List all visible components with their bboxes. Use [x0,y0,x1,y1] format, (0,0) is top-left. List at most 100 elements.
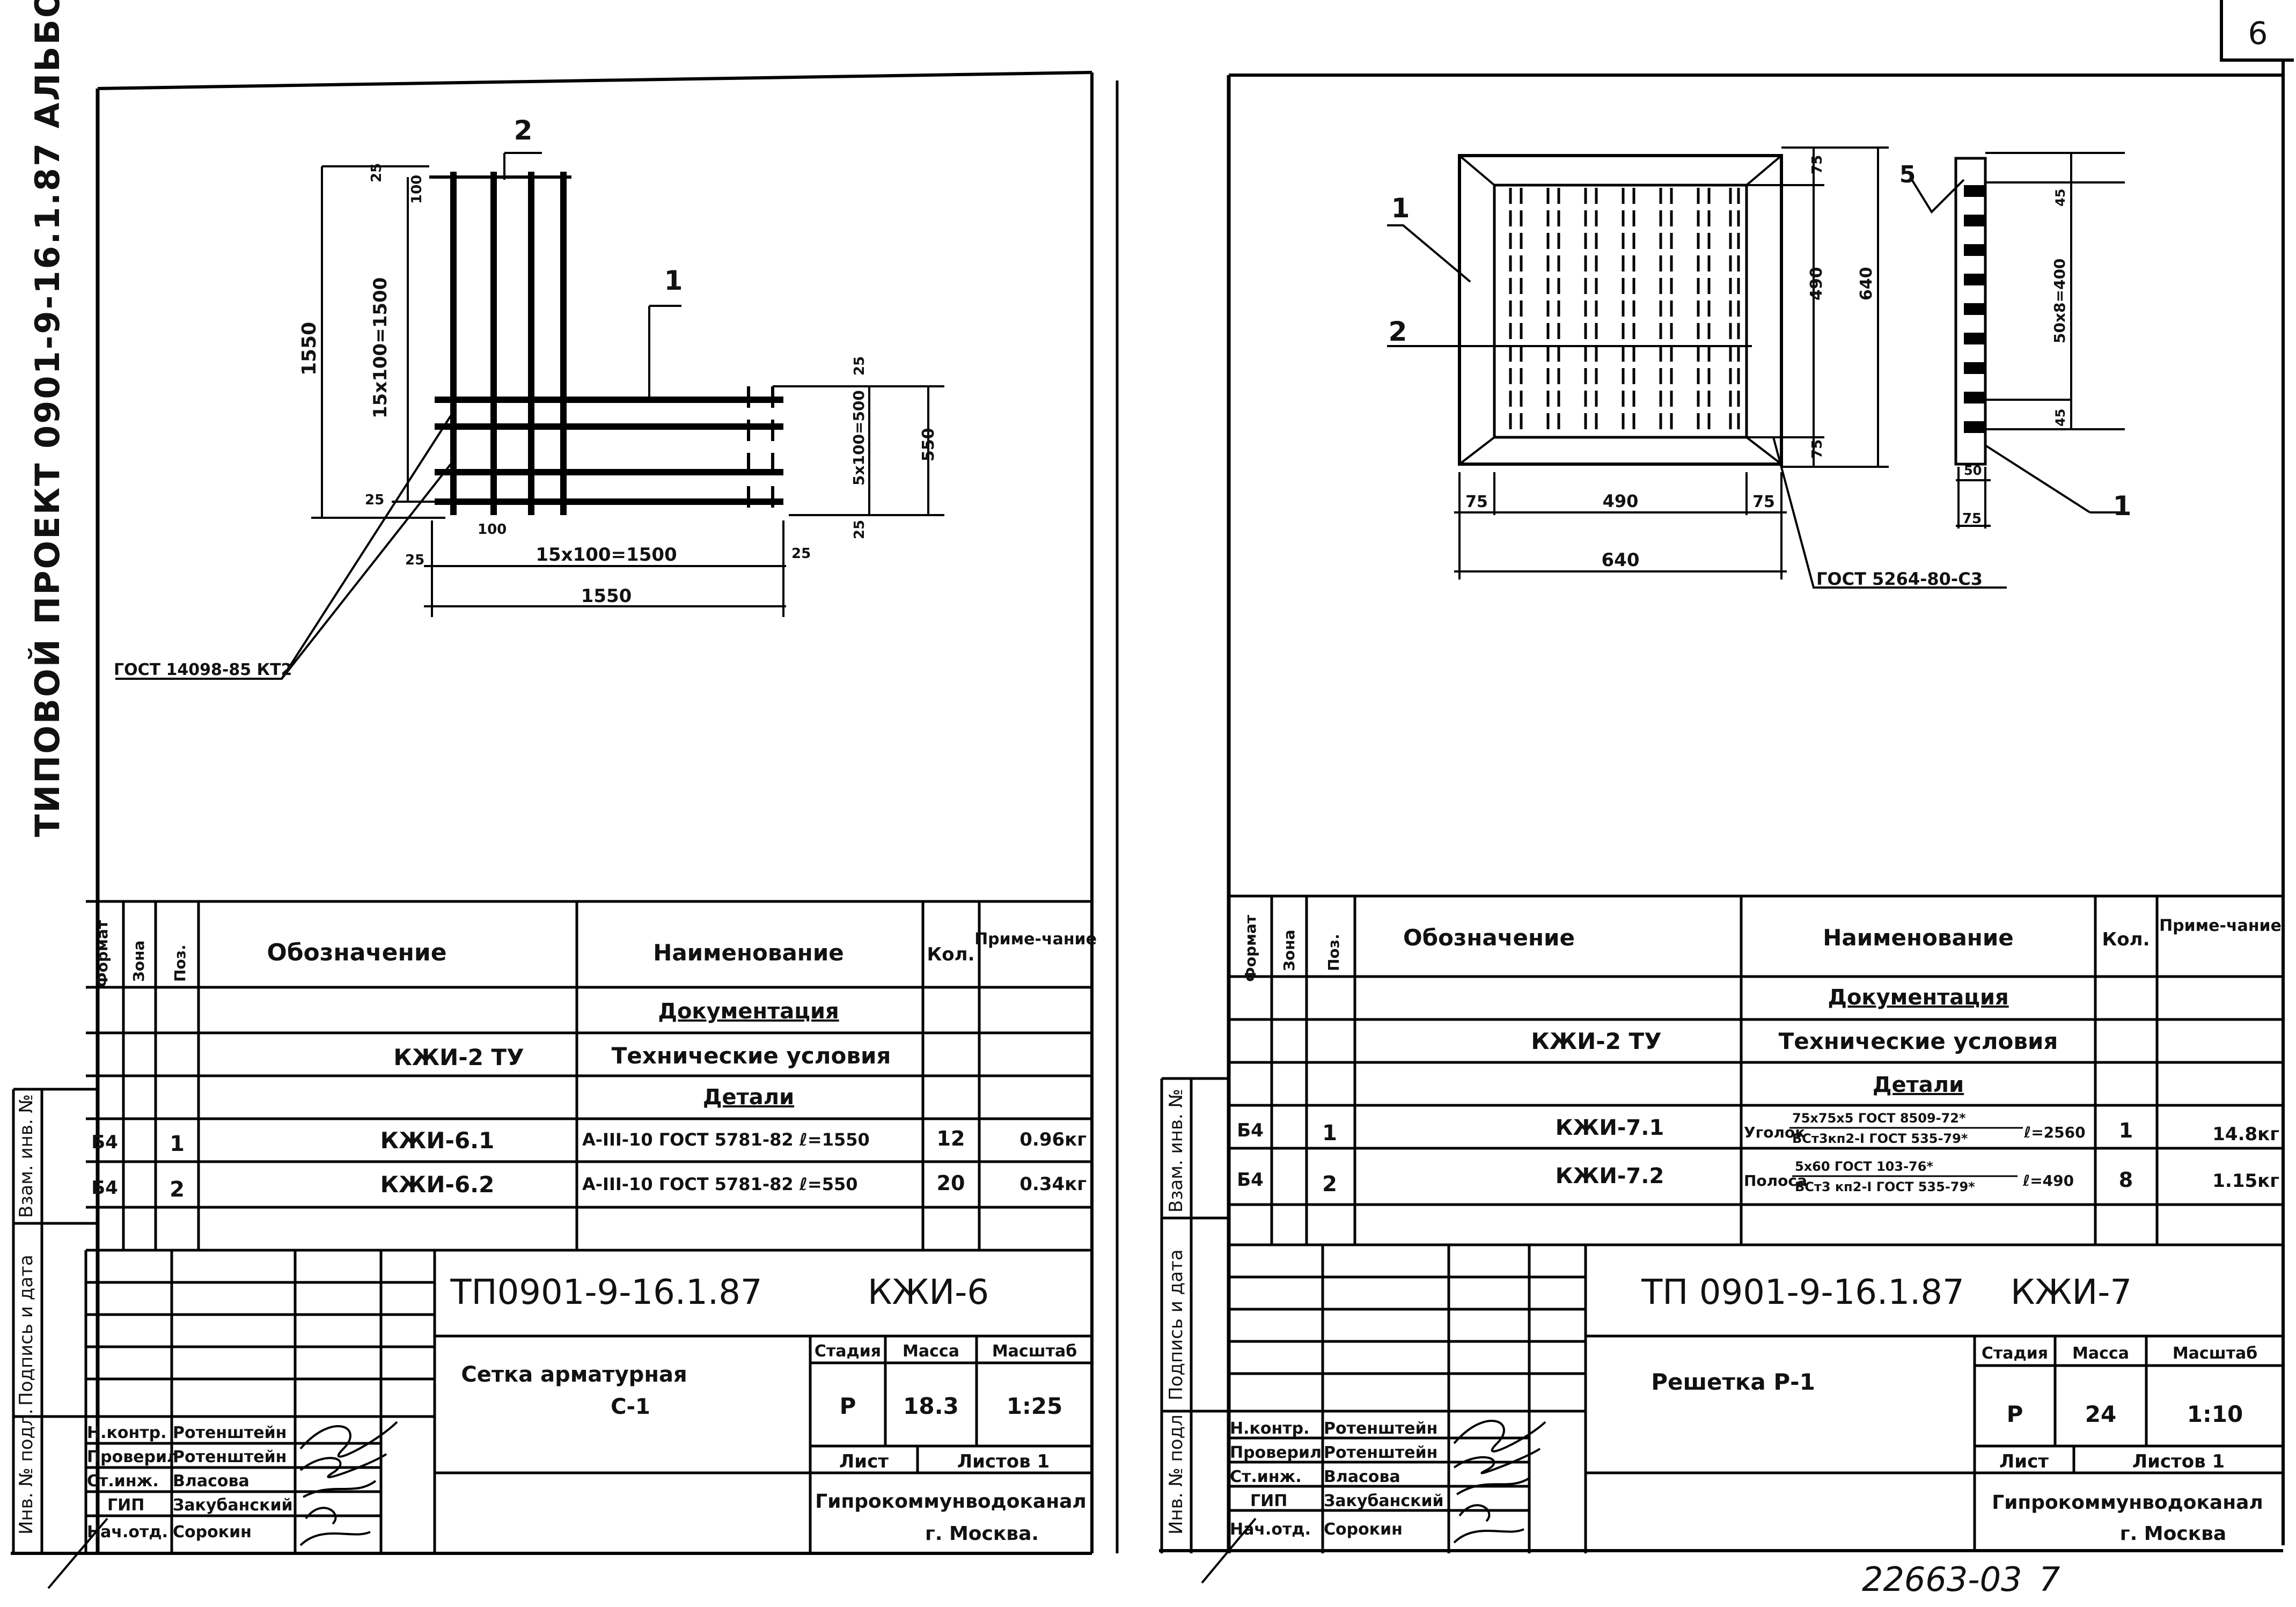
left-header-format: Формат [93,920,111,987]
left-pos1-label: 1 [664,265,683,296]
left-dim-5x100: 5x100=500 [850,390,868,486]
right-dim-490-vertical: 490 [1807,267,1826,300]
right-sheet-frame [1159,60,2285,1553]
right-dim-50: 50 [1964,463,1982,478]
right-header-naimenovanie: Наименование [1823,924,2013,951]
left-spec-table-grid [86,900,1092,1252]
right-row2-prim: 1.15кг [2212,1170,2279,1192]
left-row-details: Детали [703,1085,794,1110]
right-pos5-label: 5 [1899,161,1916,188]
left-dim-25-top: 25 [369,163,385,182]
right-list-label: Лист [1999,1451,2049,1472]
right-inv-podl-label: Инв. № подл. [1165,1408,1187,1535]
left-stadia-value: Р [840,1393,856,1419]
right-dim-75-top: 75 [1809,155,1825,174]
right-spec-rows: Документация КЖИ-2 ТУ Технические услови… [1237,985,2279,1197]
right-sig-role-1: Н.контр. [1230,1419,1309,1438]
left-sheet-frame [11,71,1119,1555]
left-row2-poz: 2 [170,1177,185,1202]
left-list-label: Лист [839,1451,889,1472]
right-dim-640-horizontal: 640 [1602,549,1640,571]
left-header-masshtab: Масштаб [992,1342,1077,1361]
left-dim-25-bottom: 25 [365,492,384,508]
right-sig-role-2: Проверил [1230,1443,1322,1462]
right-dim-45-top: 45 [2053,189,2068,207]
right-row1-suffix: ℓ=2560 [2023,1124,2086,1141]
right-sig-role-4: ГИП [1250,1492,1287,1510]
left-row-ty-name: Технические условия [612,1043,891,1069]
right-row2-code: КЖИ-7.2 [1556,1164,1664,1188]
album-title: ТИПОВОЙ ПРОЕКТ 0901-9-16.1.87 АЛЬБОМ IV [28,0,67,837]
left-sig-role-2: Проверил [87,1448,179,1466]
left-dim-25-left: 25 [405,552,424,568]
left-spec-rows: Документация КЖИ-2 ТУ Технические услови… [91,999,1087,1202]
left-row2-code: КЖИ-6.2 [380,1171,495,1198]
left-header-primechanie: Приме-чание [974,930,1097,949]
left-mesh-drawing [115,152,944,680]
left-org-line1: Гипрокоммунводоканал [815,1491,1086,1513]
right-signatures: Н.контр. Ротенштейн Проверил Ротенштейн … [1201,1419,1546,1584]
right-dim-75-left: 75 [1465,493,1488,511]
left-header-kol: Кол. [927,944,975,965]
left-row1-format: Б4 [91,1132,118,1153]
page-number-box: 6 [2220,0,2294,62]
right-title-mark: КЖИ-7 [2011,1273,2132,1312]
left-side-strip [12,1088,98,1553]
left-massa-value: 18.3 [903,1393,959,1419]
left-sig-role-3: Ст.инж. [87,1472,159,1491]
left-dim-1550-horizontal: 1550 [581,585,632,607]
right-header-oboznachenie: Обозначение [1403,924,1575,951]
left-sig-role-4: ГИП [107,1496,144,1515]
left-masshtab-value: 1:25 [1007,1393,1062,1419]
right-row1-kol: 1 [2119,1119,2133,1142]
right-grate-drawing [1387,146,2125,589]
left-dim-25-right-bottom: 25 [852,520,868,539]
right-header-stadia: Стадия [1982,1344,2048,1363]
right-dim-640-vertical: 640 [1857,267,1876,300]
right-row1-prim: 14.8кг [2212,1124,2279,1145]
right-side-strip [1160,1077,1229,1553]
right-massa-value: 24 [2085,1401,2116,1427]
right-title-block-grid [1227,1245,2283,1553]
left-signatures: Н.контр. Ротенштейн Проверил Ротенштейн … [47,1421,398,1589]
right-header-zona: Зона [1280,930,1298,971]
left-row-documentation: Документация [658,999,839,1024]
left-podpis-data-label: Подпись и дата [16,1254,37,1406]
left-header-stadia: Стадия [815,1342,881,1361]
left-row1-code: КЖИ-6.1 [380,1127,495,1154]
left-row2-prim: 0.34кг [1019,1173,1087,1195]
left-row1-kol: 12 [937,1127,965,1150]
right-spec-table-grid [1229,894,2283,1246]
left-header-poz: Поз. [171,944,189,982]
right-dim-490-horizontal: 490 [1603,491,1639,511]
left-pos2-label: 2 [514,115,533,146]
right-title-name-line1: Решетка Р-1 [1651,1369,1815,1395]
left-row2-format: Б4 [91,1177,118,1199]
left-sig-name-1: Ротенштейн [173,1423,287,1442]
left-dim-550: 550 [919,428,938,461]
right-dim-75-side: 75 [1962,511,1982,527]
left-sig-role-5: Нач.отд. [87,1523,168,1542]
right-title-code: ТП 0901-9-16.1.87 [1641,1273,1964,1312]
left-inv-podl-label: Инв. № подл. [16,1408,37,1535]
right-sig-role-5: Нач.отд. [1230,1520,1311,1539]
left-row1-name: А-III-10 ГОСТ 5781-82 ℓ=1550 [582,1129,870,1150]
right-header-masshtab: Масштаб [2173,1344,2257,1363]
right-row2-top: 5x60 ГОСТ 103-76* [1795,1159,1933,1174]
right-row1-poz: 1 [1322,1121,1337,1146]
right-sig-name-2: Ротенштейн [1324,1443,1437,1462]
right-listov-label: Листов 1 [2132,1451,2225,1472]
left-org-line2: г. Москва. [925,1523,1039,1545]
right-row-ty-code: КЖИ-2 ТУ [1531,1028,1661,1054]
right-header-format: Формат [1242,914,1259,982]
right-row2-bottom: ВСт3 кп2-I ГОСТ 535-79* [1795,1179,1975,1194]
right-masshtab-value: 1:10 [2187,1401,2243,1427]
page-number: 6 [2248,15,2268,52]
left-dim-100-top: 100 [409,175,425,204]
left-dim-1550-vertical: 1550 [298,322,320,376]
left-listov-label: Листов 1 [957,1451,1050,1472]
right-row2-suffix: ℓ=490 [2022,1172,2074,1190]
right-dim-45-bottom: 45 [2053,409,2068,427]
left-title-mark: КЖИ-6 [868,1273,989,1312]
left-header-massa: Масса [903,1342,959,1361]
